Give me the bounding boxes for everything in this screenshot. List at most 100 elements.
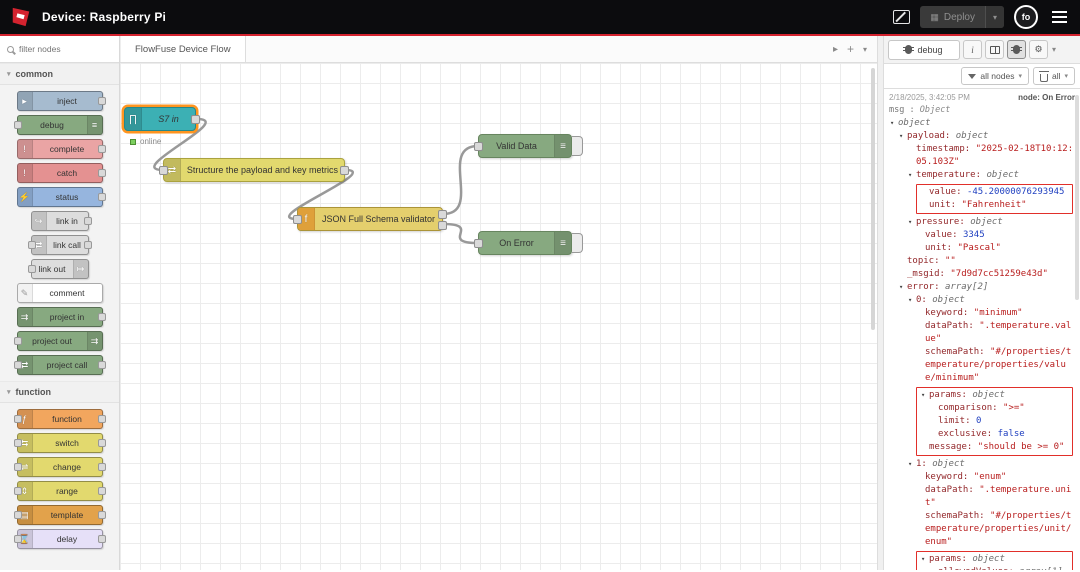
- tab-flowfuse-device-flow[interactable]: FlowFuse Device Flow: [120, 36, 246, 62]
- canvas-scrollbar[interactable]: [871, 68, 875, 330]
- wire[interactable]: [287, 168, 355, 221]
- help-button[interactable]: [985, 40, 1004, 59]
- info-button[interactable]: i: [963, 40, 982, 59]
- flowfuse-logo-mark: [12, 7, 30, 27]
- palette-node-label: debug: [40, 120, 64, 130]
- output-port-valid[interactable]: [438, 210, 447, 219]
- wire[interactable]: [153, 117, 207, 172]
- debug-tree-row: keyword: "minimum": [888, 307, 1076, 320]
- node-debug-valid-data[interactable]: Valid Data ≡: [474, 134, 583, 158]
- palette-node-switch[interactable]: ⇆switch: [13, 433, 106, 453]
- palette-node-project-in[interactable]: ⇉project in: [16, 307, 106, 327]
- debug-toggle-button[interactable]: [572, 233, 583, 253]
- palette-node-inject[interactable]: ▸inject: [16, 91, 106, 111]
- tree-value: "Fahrenheit": [961, 200, 1027, 210]
- palette-node-comment[interactable]: ✎ comment: [16, 283, 103, 303]
- range-icon: ⇕: [17, 482, 33, 500]
- flow-canvas[interactable]: ∏ S7 in online ⇄ Structure the payload a…: [120, 63, 877, 570]
- palette-node-range[interactable]: ⇕range: [13, 481, 106, 501]
- palette-node-label: switch: [55, 438, 79, 448]
- developer-mode-icon[interactable]: [893, 10, 911, 24]
- tree-key: unit:: [929, 200, 962, 210]
- tree-value: object: [972, 390, 1005, 400]
- palette-node-link-out[interactable]: link out↦: [27, 259, 89, 279]
- filter-nodes-input[interactable]: [19, 44, 104, 54]
- right-port: [97, 193, 106, 201]
- debug-toggle-button[interactable]: [572, 136, 583, 156]
- input-port[interactable]: [159, 166, 168, 175]
- debug-tree-row: comparison: ">=": [919, 402, 1070, 415]
- change-icon: ⇌: [17, 458, 33, 476]
- debug-tree-row: topic: "": [888, 255, 1076, 268]
- left-port: [27, 265, 36, 273]
- collapse-caret-icon[interactable]: ▾: [908, 296, 913, 304]
- input-port[interactable]: [474, 239, 483, 248]
- left-port: [13, 535, 22, 543]
- wire[interactable]: [442, 222, 479, 245]
- debug-tree-row: value: 3345: [888, 229, 1076, 242]
- output-port-error[interactable]: [438, 221, 447, 230]
- palette-node-link-call[interactable]: ⇄link call: [27, 235, 92, 255]
- node-s7-in[interactable]: ∏ S7 in: [124, 107, 200, 131]
- collapse-caret-icon[interactable]: ▾: [899, 132, 904, 140]
- palette-node-delay[interactable]: ⌛delay: [13, 529, 106, 549]
- comment-icon: ✎: [17, 284, 33, 302]
- collapse-caret-icon[interactable]: ▾: [930, 566, 938, 570]
- input-port[interactable]: [474, 142, 483, 151]
- debug-tree-row: timestamp: "2025-02-18T10:12:05.103Z": [888, 143, 1076, 169]
- palette-search[interactable]: [0, 36, 119, 63]
- page-title: Device: Raspberry Pi: [42, 10, 167, 24]
- node-debug-on-error[interactable]: On Error ≡: [474, 231, 583, 255]
- collapse-caret-icon[interactable]: ▾: [890, 119, 895, 127]
- filter-nodes-button[interactable]: all nodes ▾: [961, 67, 1029, 85]
- flow-list-caret[interactable]: ▾: [862, 44, 867, 54]
- avatar[interactable]: fo: [1014, 5, 1038, 29]
- collapse-caret-icon[interactable]: ▾: [908, 460, 913, 468]
- sidebar-resizer[interactable]: [877, 36, 884, 570]
- palette-node-link-in[interactable]: ↪link in: [30, 211, 92, 231]
- output-port[interactable]: [191, 115, 200, 124]
- palette-node-project-call[interactable]: ⇄project call: [13, 355, 106, 375]
- collapse-caret-icon[interactable]: ▾: [908, 171, 913, 179]
- wire[interactable]: [442, 144, 479, 216]
- workspace: FlowFuse Device Flow ▸ + ▾ ∏ S7 in onl: [120, 36, 877, 570]
- node-json-schema-validator[interactable]: f JSON Full Schema validator: [293, 207, 447, 231]
- palette-node-change[interactable]: ⇌change: [13, 457, 106, 477]
- debug-panel-button[interactable]: [1007, 40, 1026, 59]
- node-structure-payload[interactable]: ⇄ Structure the payload and key metrics: [159, 158, 349, 182]
- hamburger-menu-icon[interactable]: [1048, 6, 1070, 28]
- palette-node-catch[interactable]: !catch: [16, 163, 106, 183]
- tab-debug[interactable]: debug: [888, 39, 960, 60]
- input-port[interactable]: [293, 215, 302, 224]
- deploy-options-caret[interactable]: ▾: [984, 6, 1004, 28]
- palette-node-label: link call: [53, 240, 81, 250]
- palette-node-complete[interactable]: !complete: [16, 139, 106, 159]
- deploy-button[interactable]: ▦ Deploy ▾: [920, 6, 1004, 28]
- right-port: [97, 415, 106, 423]
- collapse-caret-icon[interactable]: ▾: [908, 218, 913, 226]
- flowfuse-logo[interactable]: [10, 6, 32, 28]
- output-port[interactable]: [340, 166, 349, 175]
- palette-node-label: comment: [49, 288, 85, 298]
- add-flow-button[interactable]: +: [846, 42, 854, 56]
- collapse-caret-icon[interactable]: ▾: [899, 283, 904, 291]
- clear-messages-button[interactable]: all ▾: [1032, 67, 1075, 85]
- scroll-tabs-icon[interactable]: ▸: [832, 43, 838, 55]
- palette-node-debug[interactable]: debug≡: [13, 115, 103, 135]
- settings-button[interactable]: ⚙: [1029, 40, 1048, 59]
- collapse-caret-icon[interactable]: ▾: [921, 555, 926, 563]
- left-port: [13, 361, 22, 369]
- palette-node-status[interactable]: ⚡status: [16, 187, 106, 207]
- palette-node-project-out[interactable]: project out⇉: [13, 331, 103, 351]
- left-port: [13, 121, 22, 129]
- sidebar-scrollbar[interactable]: [1075, 95, 1079, 300]
- palette-node-template[interactable]: ▤template: [13, 505, 106, 525]
- collapse-caret-icon[interactable]: ▾: [921, 391, 926, 399]
- right-port: [97, 97, 106, 105]
- palette-category-function[interactable]: ▾function: [0, 381, 119, 403]
- sidebar-tabs-caret[interactable]: ▾: [1052, 45, 1057, 54]
- palette-category-common[interactable]: ▾common: [0, 63, 119, 85]
